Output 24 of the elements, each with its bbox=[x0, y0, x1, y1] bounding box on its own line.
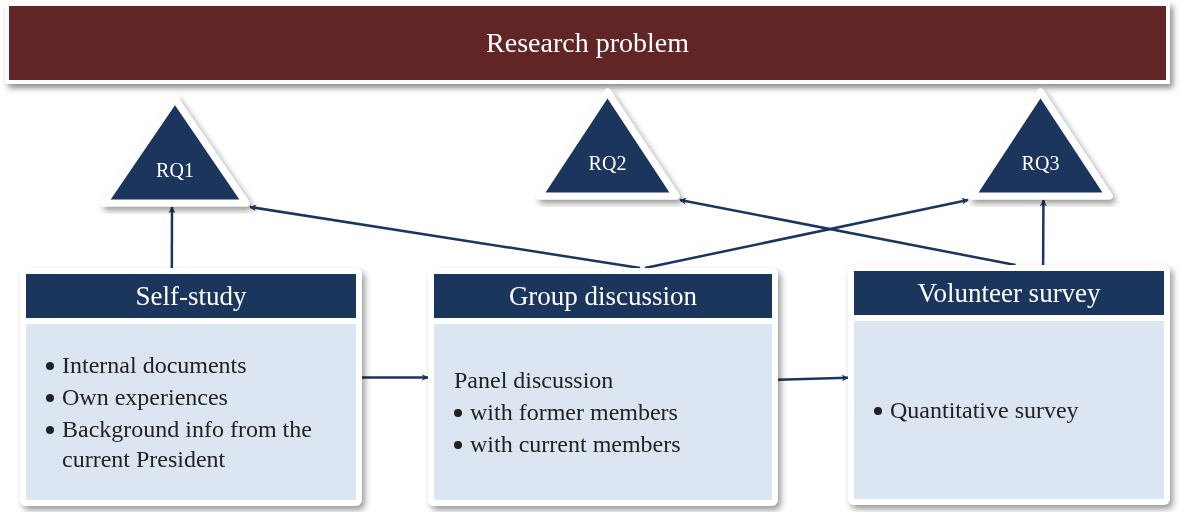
method-card bbox=[20, 268, 362, 506]
list-item: Background info from the current President bbox=[62, 415, 313, 474]
method-card bbox=[848, 265, 1170, 505]
arrow bbox=[249, 204, 641, 270]
card-title: Group discussion bbox=[508, 282, 698, 310]
list-item: Internal documents bbox=[62, 351, 247, 380]
arrow bbox=[777, 374, 849, 382]
list-item: Own experiences bbox=[62, 383, 228, 412]
method-card bbox=[428, 268, 778, 506]
list-item: with current members bbox=[470, 430, 681, 459]
body-text: Panel discussion bbox=[454, 366, 615, 395]
arrow bbox=[1039, 199, 1047, 265]
card-title: Self-study bbox=[135, 282, 247, 310]
arrow bbox=[644, 197, 969, 270]
list-item: Quantitative survey bbox=[890, 396, 1079, 425]
banner-title: Research problem bbox=[486, 26, 689, 60]
question-label: RQ2 bbox=[588, 151, 627, 176]
list-item: with former members bbox=[470, 398, 678, 427]
arrow bbox=[362, 374, 429, 381]
question-label: RQ1 bbox=[156, 158, 194, 183]
card-title: Volunteer survey bbox=[917, 279, 1101, 307]
arrow bbox=[679, 197, 1016, 267]
arrow bbox=[168, 206, 176, 268]
question-label: RQ3 bbox=[1021, 151, 1060, 176]
